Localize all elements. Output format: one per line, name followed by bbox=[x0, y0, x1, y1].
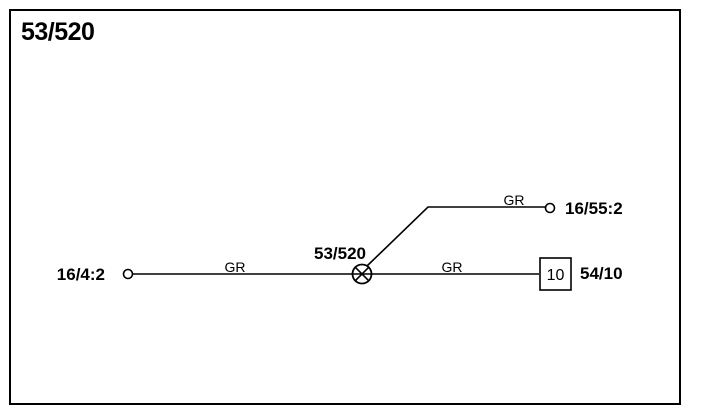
connector-label-right: 54/10 bbox=[580, 264, 623, 283]
splice-symbol bbox=[351, 263, 373, 285]
terminal-left bbox=[122, 268, 134, 280]
connector-box-number: 10 bbox=[547, 267, 565, 284]
splice-label: 53/520 bbox=[314, 244, 366, 263]
wire-color-upper-right: GR bbox=[504, 192, 525, 208]
connector-label-left: 16/4:2 bbox=[57, 265, 105, 284]
connector-label-upper-right: 16/55:2 bbox=[565, 199, 623, 218]
diagram-frame bbox=[9, 9, 681, 405]
diagram-title: 53/520 bbox=[21, 18, 95, 46]
terminal-upper-right bbox=[544, 202, 556, 214]
wire-upper-right bbox=[366, 206, 545, 267]
connector-box-right bbox=[539, 257, 572, 291]
wire-color-right: GR bbox=[442, 259, 463, 275]
wire-color-left: GR bbox=[225, 259, 246, 275]
